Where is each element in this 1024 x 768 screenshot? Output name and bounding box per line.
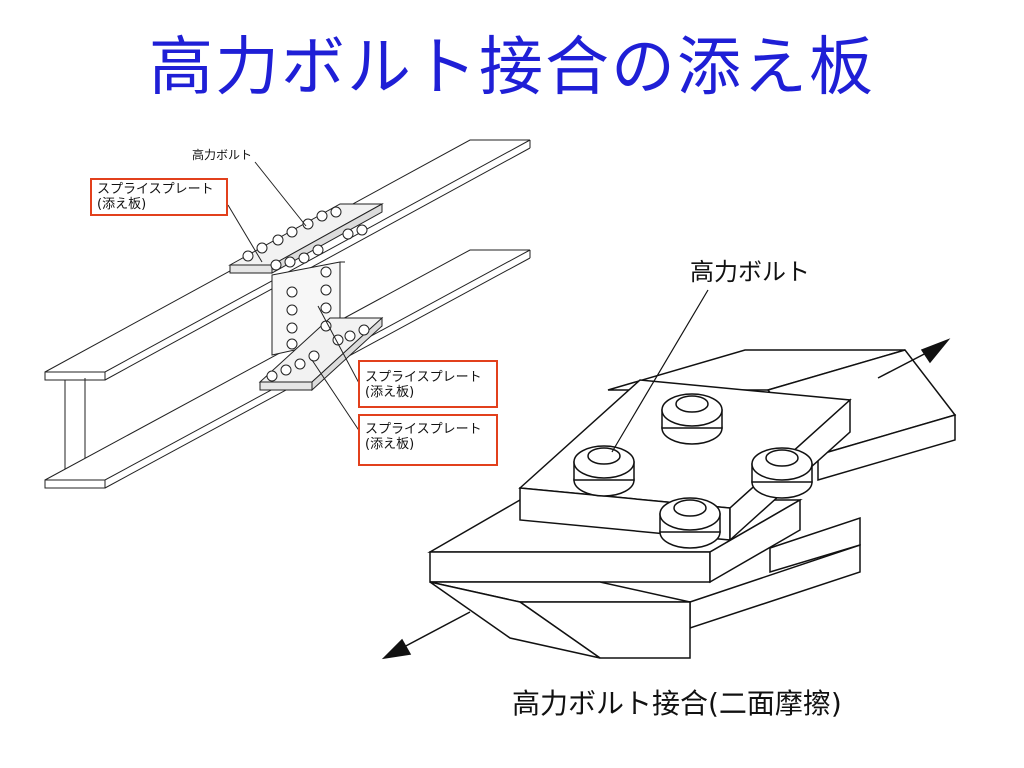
bolt-c xyxy=(751,447,813,499)
right-bolt-label: 高力ボルト xyxy=(690,258,810,286)
splice-label-bottom: スプライスプレート (添え板) xyxy=(358,414,498,466)
slide-title: 高力ボルト接合の添え板 xyxy=(149,31,875,105)
left-bolt-label: 高力ボルト xyxy=(192,148,253,162)
splice-label-middle: スプライスプレート (添え板) xyxy=(358,360,498,408)
bolt-d xyxy=(659,497,721,549)
splice-label-middle-line1: スプライスプレート xyxy=(365,370,482,385)
bolt-b xyxy=(661,393,723,445)
splice-label-bottom-line1: スプライスプレート xyxy=(365,422,482,437)
splice-label-bottom-line2: (添え板) xyxy=(365,437,415,452)
diagram-caption: 高力ボルト接合(二面摩擦) xyxy=(512,687,842,720)
splice-label-top: スプライスプレート (添え板) xyxy=(90,178,228,216)
splice-label-top-line2: (添え板) xyxy=(97,197,147,212)
splice-label-top-line1: スプライスプレート xyxy=(97,182,214,197)
splice-label-middle-line2: (添え板) xyxy=(365,385,415,400)
bolt-a xyxy=(573,445,635,497)
